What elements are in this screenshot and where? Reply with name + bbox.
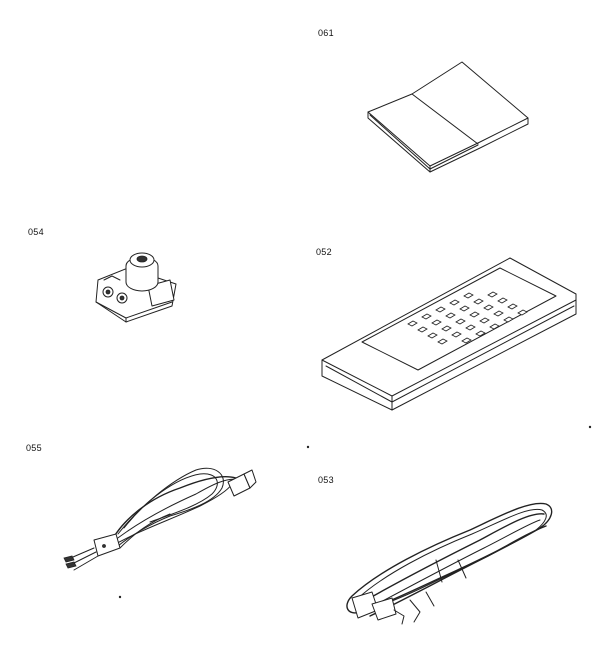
remote-key [437,338,448,345]
remote-key [449,299,460,306]
remote-key [517,309,528,316]
remote-key [465,324,476,331]
manual-icon [367,61,529,173]
remote-key [493,310,504,317]
remote-key [463,292,474,299]
remote-key [469,311,480,318]
adapter-icon [95,252,177,323]
remote-key [507,303,518,310]
remote-key [475,330,486,337]
remote-key [461,337,472,344]
part-number-wire: 053 [318,475,334,485]
remote-key [445,312,456,319]
remote-key [459,305,470,312]
part-number-adapter: 054 [28,227,44,237]
remote-key [451,331,462,338]
remote-key [489,323,500,330]
remote-key [483,304,494,311]
antenna-cable-icon [63,467,257,571]
remote-key [417,326,428,333]
remote-control-icon [321,257,577,411]
remote-keypad [407,291,528,345]
remote-key [497,297,508,304]
part-number-manual: 061 [318,28,334,38]
remote-key [455,318,466,325]
remote-key [421,313,432,320]
part-number-cable: 055 [26,443,42,453]
remote-key [407,320,418,327]
coiled-wire-icon [346,502,553,625]
remote-key [431,319,442,326]
remote-key [473,298,484,305]
part-number-remote: 052 [316,247,332,257]
remote-key [479,317,490,324]
remote-key [435,306,446,313]
remote-key [427,332,438,339]
remote-key [441,325,452,332]
remote-key [487,291,498,298]
remote-key [503,316,514,323]
